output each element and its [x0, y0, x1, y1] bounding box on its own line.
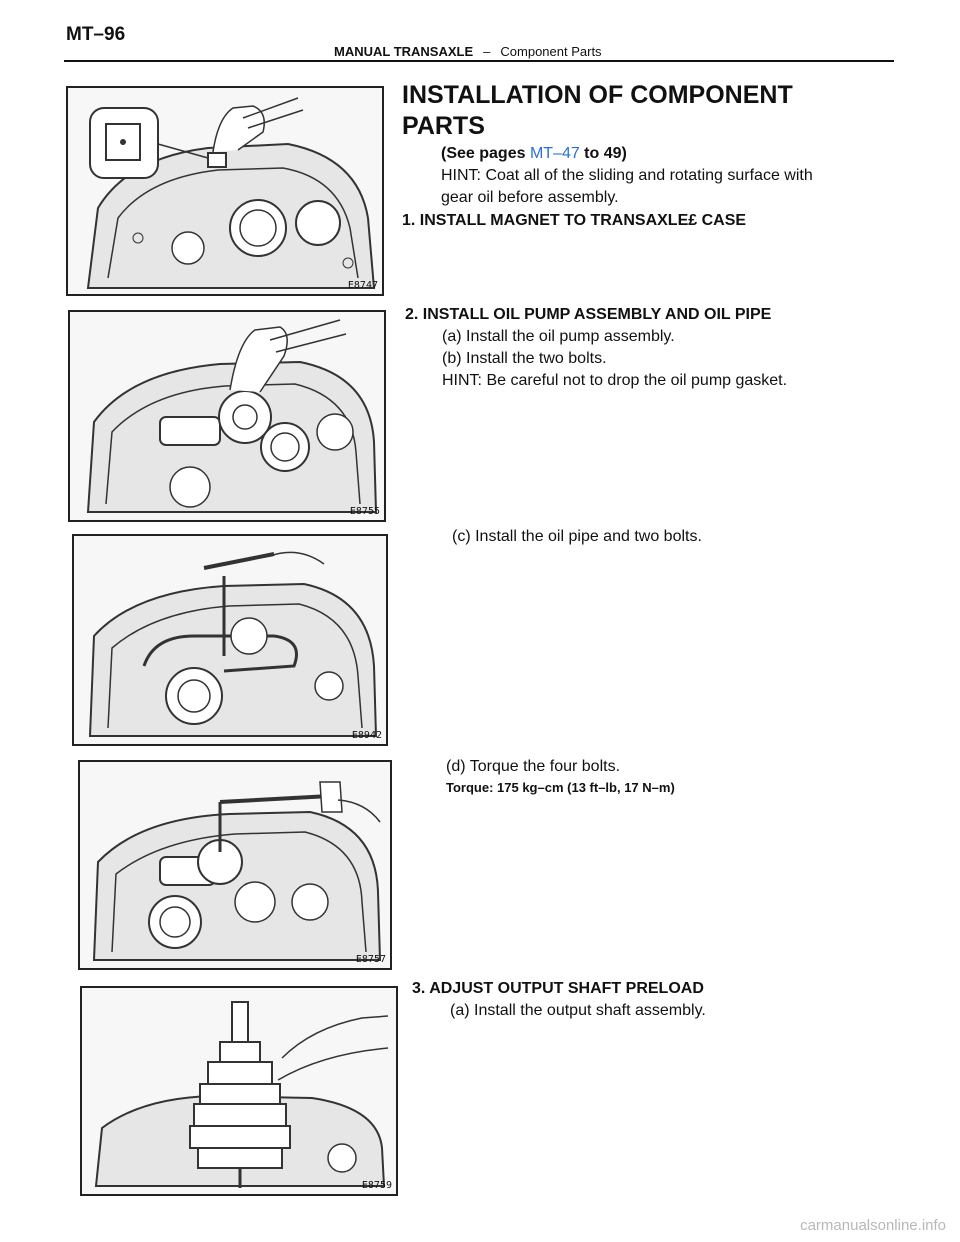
figure-code: E8942 — [351, 730, 382, 741]
step-2-hint: HINT: Be careful not to drop the oil pum… — [442, 372, 788, 389]
figure-output-shaft-install: E8759 — [80, 986, 398, 1196]
page-link-mt47[interactable]: MT–47 — [529, 145, 580, 162]
hint-coat-gear-oil-line2: gear oil before assembly. — [441, 189, 619, 206]
step-2d: (d) Torque the four bolts. — [446, 758, 621, 775]
header-separator: – — [483, 44, 491, 59]
step-1-heading: 1. INSTALL MAGNET TO TRANSAXLE£ CASE — [402, 212, 747, 229]
oil-pipe-illustration — [88, 551, 378, 737]
running-header: MANUAL TRANSAXLE–Component Parts — [334, 44, 602, 59]
oil-pump-illustration — [86, 319, 378, 513]
subsection-title: Component Parts — [500, 44, 602, 59]
section-title: MANUAL TRANSAXLE — [334, 44, 474, 59]
see-suffix: to 49) — [579, 145, 627, 162]
magnet-illustration — [86, 97, 376, 289]
figure-torque-bolts: E8757 — [78, 760, 392, 970]
watermark: carmanualsonline.info — [800, 1217, 946, 1234]
figure-code: E8755 — [349, 506, 380, 517]
step-3a: (a) Install the output shaft assembly. — [450, 1002, 706, 1019]
torque-spec: Torque: 175 kg–cm (13 ft–lb, 17 N–m) — [446, 780, 675, 795]
header-rule — [64, 60, 894, 62]
figure-oil-pipe-install: E8942 — [72, 534, 388, 746]
step-2a: (a) Install the oil pump assembly. — [442, 328, 675, 345]
section-heading: INSTALLATION OF COMPONENT PARTS — [402, 81, 793, 140]
torque-wrench-illustration — [92, 781, 382, 961]
figure-oil-pump-install: E8755 — [68, 310, 386, 522]
step-3-heading: 3. ADJUST OUTPUT SHAFT PRELOAD — [412, 980, 704, 997]
page-number: MT–96 — [66, 24, 126, 45]
step-2b: (b) Install the two bolts. — [442, 350, 607, 367]
figure-code: E8759 — [361, 1180, 392, 1191]
figure-magnet-install: E8747 — [66, 86, 384, 296]
see-pages-reference: (See pages MT–47 to 49) — [441, 143, 627, 165]
step-2c: (c) Install the oil pipe and two bolts. — [452, 528, 702, 545]
see-prefix: (See pages — [441, 145, 530, 162]
figure-code: E8747 — [347, 280, 378, 291]
step-2-heading: 2. INSTALL OIL PUMP ASSEMBLY AND OIL PIP… — [405, 306, 772, 323]
hint-coat-gear-oil-line1: HINT: Coat all of the sliding and rotati… — [441, 167, 813, 184]
output-shaft-illustration — [94, 1001, 389, 1188]
figure-code: E8757 — [355, 954, 386, 965]
